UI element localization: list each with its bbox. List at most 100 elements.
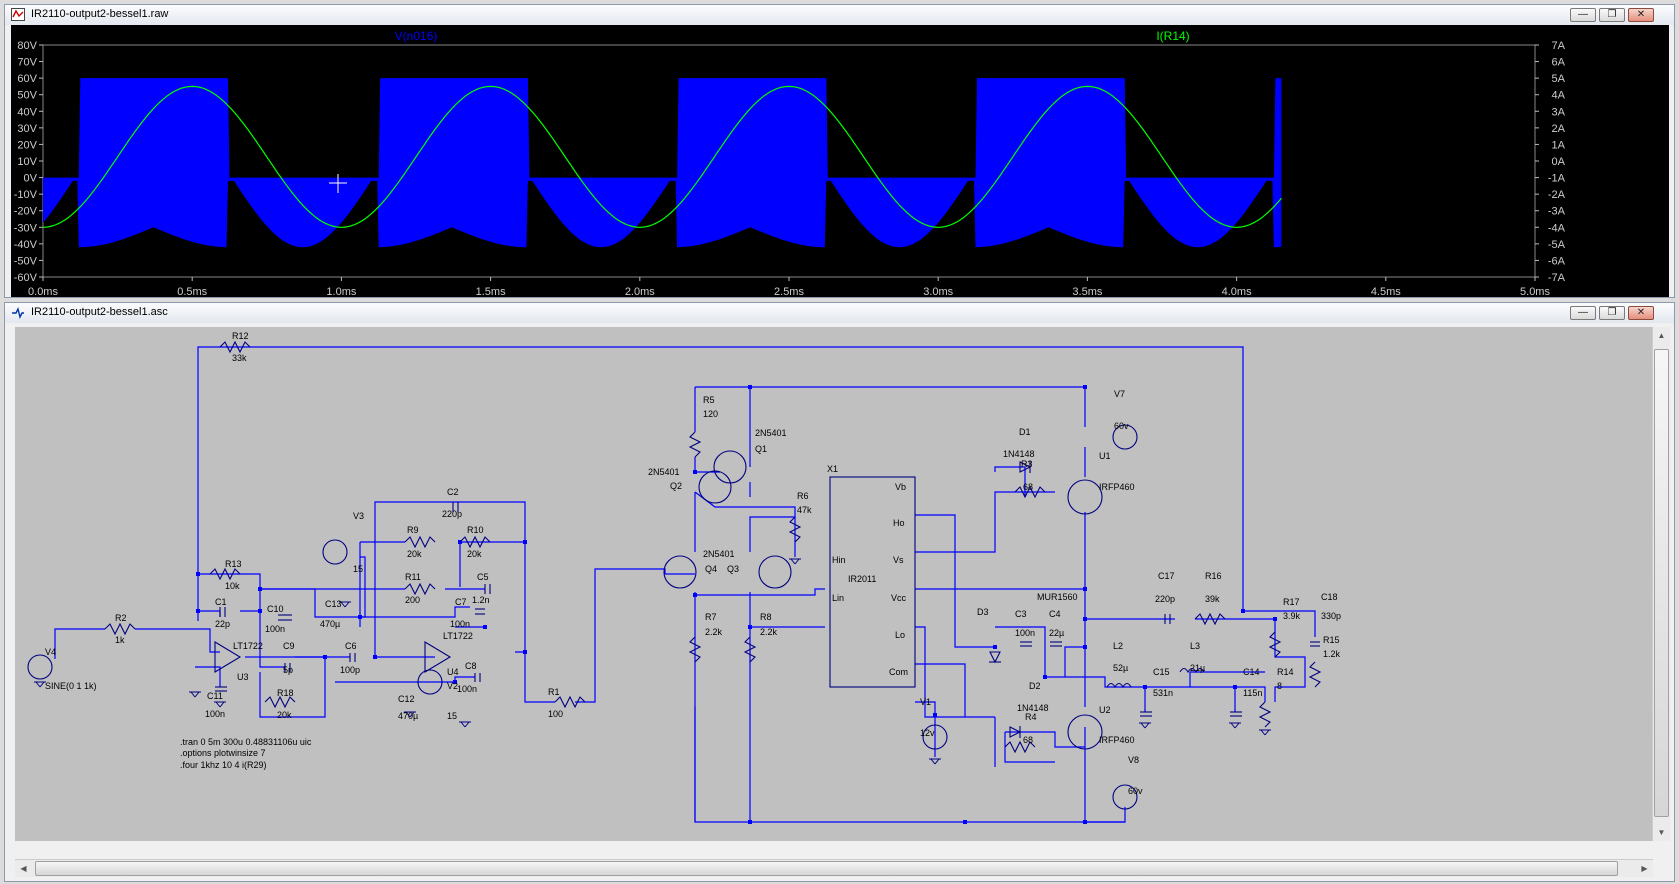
svg-text:C13: C13 (325, 599, 342, 609)
svg-text:Lin: Lin (832, 593, 844, 603)
x-axis-tick-label: 0.5ms (177, 286, 207, 297)
svg-text:C11: C11 (207, 691, 223, 701)
close-button[interactable]: ✕ (1628, 8, 1654, 22)
svg-text:IR2011: IR2011 (848, 574, 876, 584)
directive-tran[interactable]: .tran 0 5m 300u 0.48831106u uic (180, 737, 312, 747)
spice-directives[interactable]: .tran 0 5m 300u 0.48831106u uic .options… (180, 737, 312, 770)
x-axis-tick-label: 4.0ms (1222, 286, 1252, 297)
x-axis-tick-label: 1.5ms (476, 286, 506, 297)
x-axis-tick-label: 4.5ms (1371, 286, 1401, 297)
svg-text:100n: 100n (450, 619, 470, 629)
svg-text:100n: 100n (1015, 628, 1035, 638)
svg-text:V1: V1 (920, 697, 931, 707)
close-icon: ✕ (1636, 9, 1646, 20)
schematic-title: IR2110-output2-bessel1.asc (31, 306, 168, 318)
svg-text:Vs: Vs (893, 555, 904, 565)
svg-text:C15: C15 (1153, 667, 1170, 677)
svg-text:C4: C4 (1049, 609, 1061, 619)
svg-text:1.2n: 1.2n (472, 595, 490, 605)
svg-text:C7: C7 (455, 597, 467, 607)
right-axis-tick-label: 7A (1552, 40, 1566, 52)
vertical-scrollbar[interactable]: ▲ ▼ (1652, 327, 1670, 841)
waveform-titlebar[interactable]: IR2110-output2-bessel1.raw — ❐ ✕ (5, 5, 1674, 25)
svg-text:R14: R14 (1277, 667, 1294, 677)
svg-text:R5: R5 (703, 395, 715, 405)
trace-label-i-r14[interactable]: I(R14) (1156, 29, 1189, 43)
svg-text:39k: 39k (1205, 594, 1220, 604)
svg-text:100p: 100p (340, 665, 360, 675)
svg-text:Lo: Lo (895, 630, 905, 640)
trace-label-v-n016[interactable]: V(n016) (395, 29, 438, 43)
svg-text:Q1: Q1 (755, 444, 767, 454)
svg-text:470µ: 470µ (398, 711, 418, 721)
waveform-chart[interactable]: 80V70V60V50V40V30V20V10V0V-10V-20V-30V-4… (11, 25, 1669, 298)
svg-text:C6: C6 (345, 641, 357, 651)
svg-text:U1: U1 (1099, 451, 1111, 461)
right-axis-tick-label: 4A (1552, 90, 1566, 102)
waveform-app-icon (11, 8, 25, 21)
trace-i-r14 (43, 85, 1282, 228)
svg-text:IRFP460: IRFP460 (1099, 482, 1135, 492)
minimize-button[interactable]: — (1570, 8, 1596, 22)
svg-text:U4: U4 (447, 667, 459, 677)
svg-text:115n: 115n (1243, 688, 1262, 698)
scroll-right-icon[interactable]: ▶ (1641, 864, 1648, 873)
vertical-scroll-thumb[interactable] (1654, 349, 1669, 817)
svg-text:10k: 10k (225, 581, 240, 591)
svg-text:330p: 330p (1321, 611, 1341, 621)
svg-text:52µ: 52µ (1113, 663, 1128, 673)
directive-options[interactable]: .options plotwinsize 7 (180, 748, 266, 758)
left-axis-tick-label: 50V (17, 90, 37, 102)
svg-text:C9: C9 (283, 641, 295, 651)
right-axis-tick-label: -7A (1548, 272, 1566, 284)
svg-text:15: 15 (353, 564, 363, 574)
svg-text:Vb: Vb (895, 482, 906, 492)
close-button[interactable]: ✕ (1628, 306, 1654, 320)
svg-text:R10: R10 (467, 525, 484, 535)
horizontal-scroll-thumb[interactable] (35, 861, 1618, 876)
svg-text:200: 200 (405, 595, 420, 605)
svg-text:20k: 20k (277, 710, 292, 720)
svg-text:20k: 20k (467, 549, 482, 559)
schematic-window[interactable]: IR2110-output2-bessel1.asc — ❐ ✕ (4, 302, 1675, 882)
scroll-up-icon[interactable]: ▲ (1657, 331, 1666, 340)
scroll-left-icon[interactable]: ◀ (20, 864, 27, 873)
svg-text:MUR1560: MUR1560 (1037, 592, 1078, 602)
svg-text:R6: R6 (797, 491, 809, 501)
scroll-down-icon[interactable]: ▼ (1657, 828, 1666, 837)
svg-text:Vcc: Vcc (891, 593, 907, 603)
x-axis-tick-label: 0.0ms (28, 286, 58, 297)
svg-text:C2: C2 (447, 487, 459, 497)
horizontal-scrollbar[interactable]: ◀ ▶ (15, 859, 1653, 877)
svg-text:R3: R3 (1021, 459, 1033, 469)
schematic-titlebar[interactable]: IR2110-output2-bessel1.asc — ❐ ✕ (5, 303, 1674, 323)
left-axis-tick-label: -60V (14, 272, 38, 284)
restore-button[interactable]: ❐ (1599, 8, 1625, 22)
svg-text:D2: D2 (1029, 681, 1041, 691)
svg-text:R4: R4 (1025, 712, 1037, 722)
svg-text:Ho: Ho (893, 518, 905, 528)
svg-text:D3: D3 (977, 607, 989, 617)
svg-text:100: 100 (548, 709, 563, 719)
svg-text:Q2: Q2 (670, 481, 682, 491)
svg-text:470µ: 470µ (320, 619, 340, 629)
svg-text:U3: U3 (237, 672, 249, 682)
right-axis-tick-label: -1A (1548, 173, 1566, 185)
minimize-button[interactable]: — (1570, 306, 1596, 320)
right-axis-tick-label: 6A (1552, 57, 1566, 69)
svg-text:22µ: 22µ (1049, 628, 1064, 638)
svg-text:LT1722: LT1722 (443, 631, 473, 641)
svg-text:V2: V2 (447, 681, 458, 691)
left-axis-tick-label: 0V (24, 173, 38, 185)
trace-v-n016 (43, 78, 1282, 248)
svg-text:8: 8 (1277, 681, 1282, 691)
svg-text:531n: 531n (1153, 688, 1173, 698)
restore-button[interactable]: ❐ (1599, 306, 1625, 320)
right-axis-tick-label: 2A (1552, 123, 1566, 135)
svg-text:R9: R9 (407, 525, 419, 535)
directive-four[interactable]: .four 1khz 10 4 i(R29) (180, 760, 267, 770)
